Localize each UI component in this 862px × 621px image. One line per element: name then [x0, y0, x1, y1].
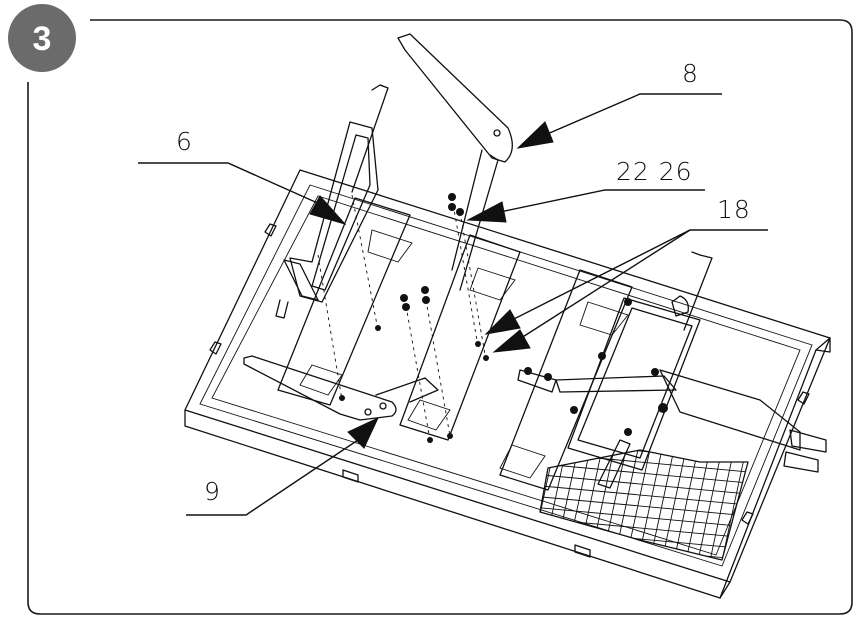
step-badge: 3 [8, 4, 76, 72]
callout-label-9: 9 [204, 477, 221, 506]
callout-label-22-26: 22 26 [616, 157, 693, 186]
mesh-line [635, 450, 665, 560]
bolts [317, 193, 489, 443]
callout-18: 18 [484, 195, 768, 353]
mesh-panel [504, 440, 749, 570]
callout-6: 6 [138, 127, 347, 225]
mesh-line [671, 450, 701, 560]
mesh-line [719, 450, 748, 560]
mesh-line [540, 494, 748, 518]
callout-9: 9 [186, 416, 380, 516]
mesh-line [540, 516, 748, 540]
mesh-line [540, 450, 557, 560]
cross-channels [277, 197, 633, 491]
callout-label-8: 8 [682, 59, 699, 88]
mesh-line [540, 461, 748, 485]
part-9-arm [243, 355, 439, 421]
mesh-line [540, 505, 748, 529]
step-frame [27, 19, 853, 615]
mesh-line [707, 450, 737, 560]
mesh-line [695, 450, 725, 560]
mesh-line [504, 440, 532, 570]
base-frame [184, 169, 831, 599]
mesh-line [540, 483, 748, 507]
callout-label-6: 6 [176, 127, 193, 156]
callout-22-26: 22 26 [466, 157, 705, 223]
part-6-bracket [275, 84, 389, 319]
mesh-line [540, 450, 545, 560]
mesh-line [540, 472, 748, 496]
callout-label-18: 18 [717, 195, 751, 224]
mesh-line [563, 450, 593, 560]
part-8-arm [397, 33, 513, 291]
callout-8: 8 [516, 59, 722, 149]
mesh-line [540, 450, 748, 463]
step-number: 3 [33, 20, 52, 58]
mesh-line [540, 450, 569, 560]
hitch-assembly [517, 251, 827, 489]
